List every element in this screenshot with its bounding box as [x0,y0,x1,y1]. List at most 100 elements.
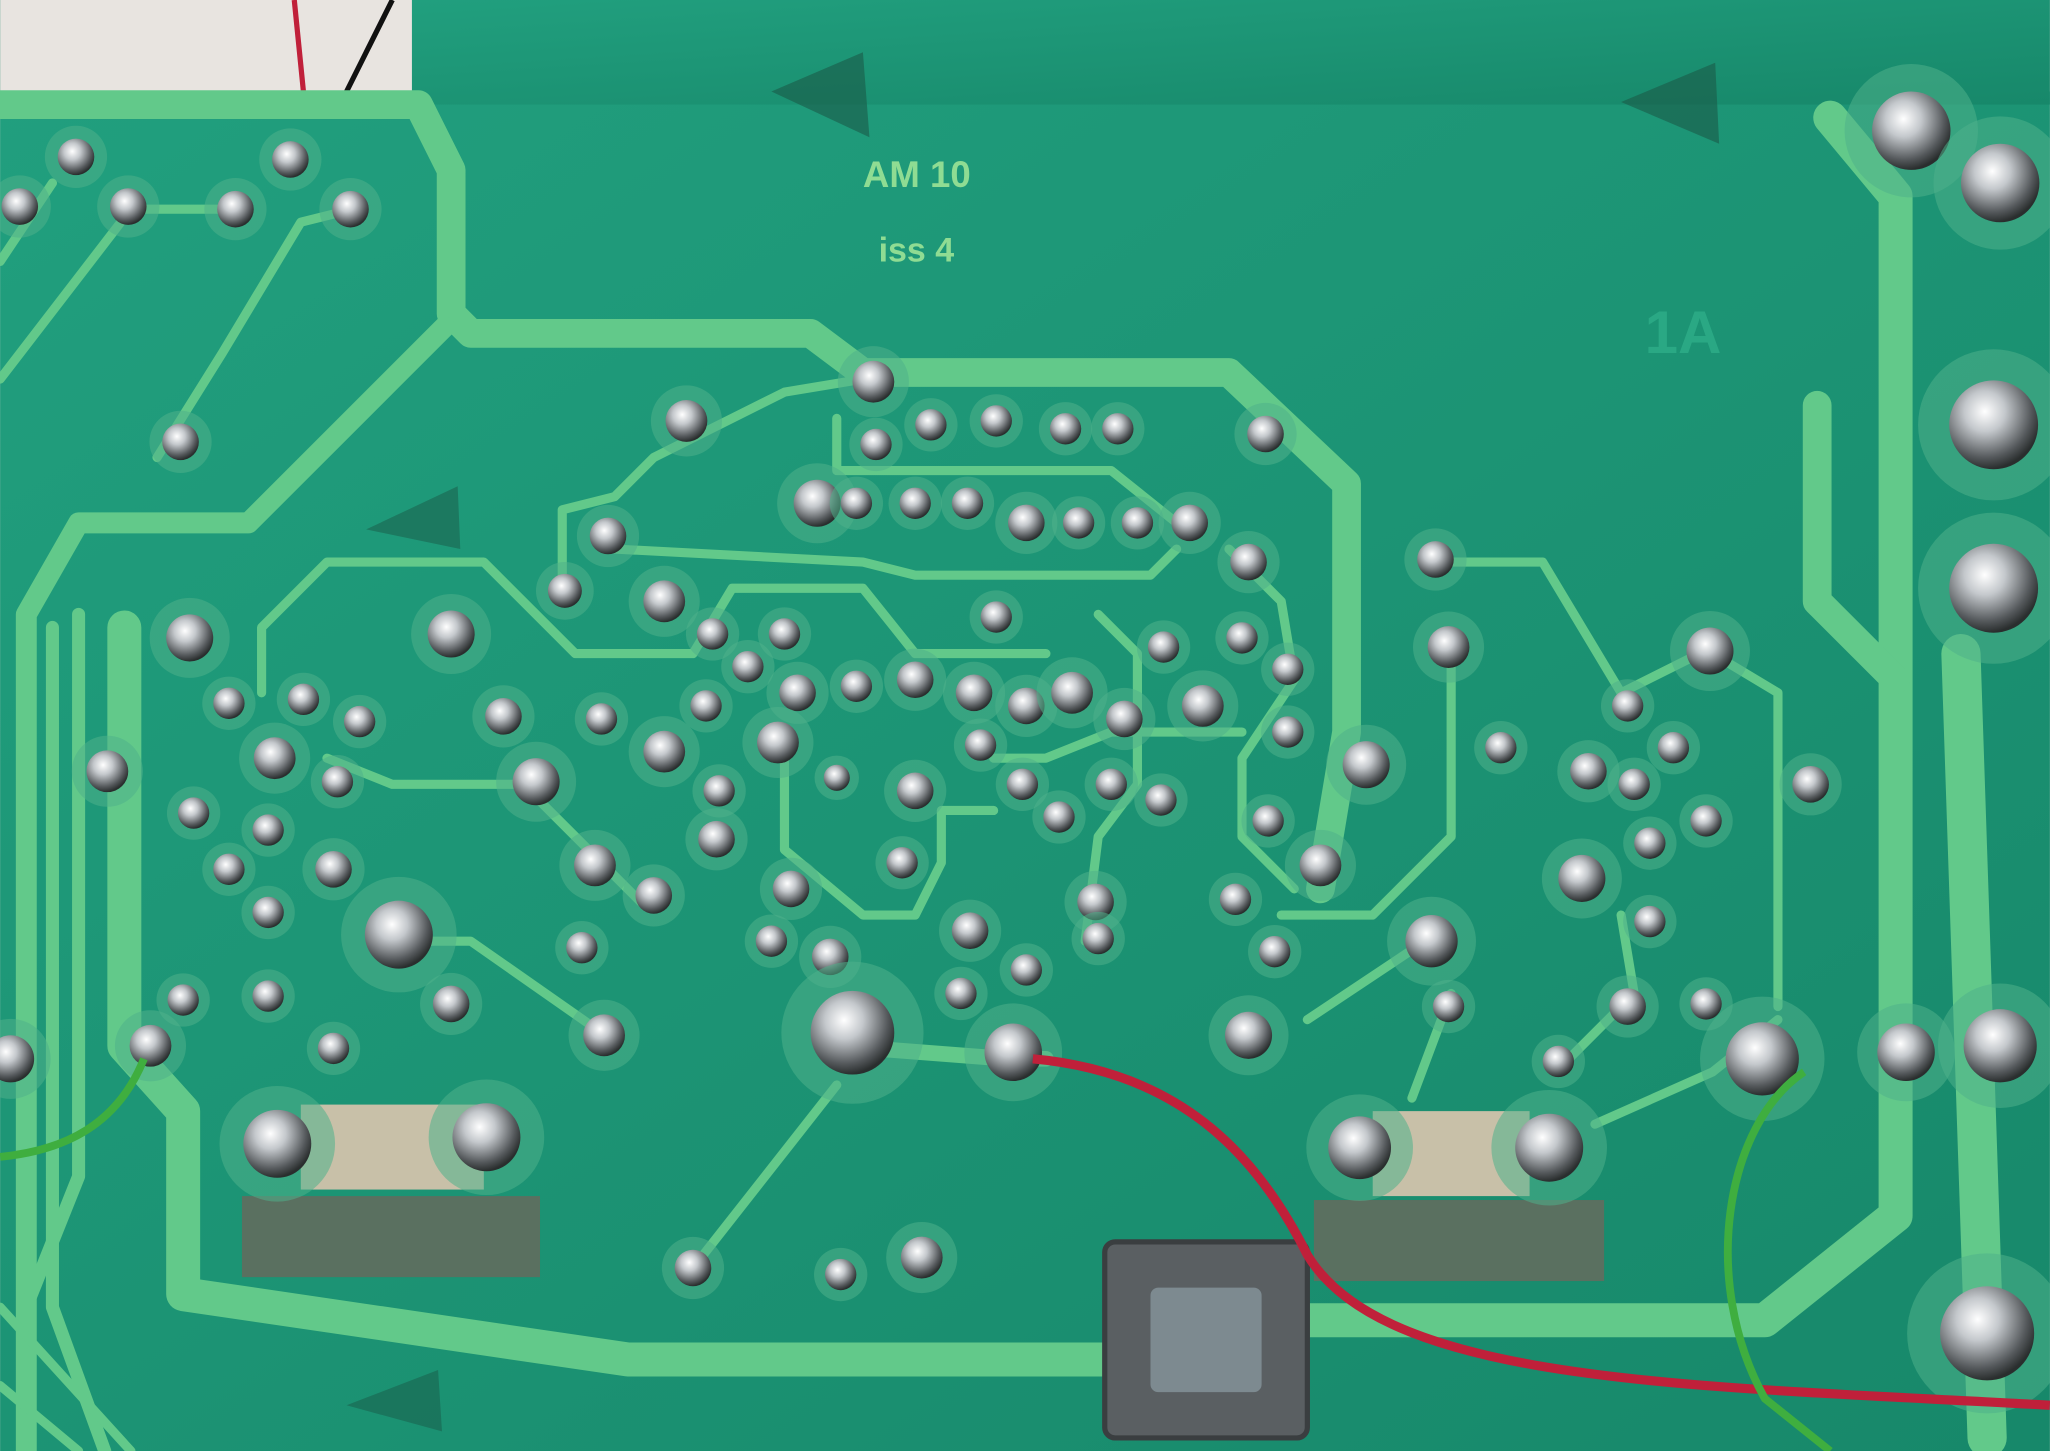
solder-joint [427,610,475,658]
solder-joint [1611,690,1644,722]
solder-joint [643,580,686,623]
solder-joint [57,138,95,176]
solder-joint [1657,732,1690,764]
solder-joint [1062,507,1095,539]
wire-top-red [291,0,307,92]
solder-joint [1,188,39,225]
solder-joint [852,360,895,403]
solder-joint [272,141,309,178]
solder-joint [1102,413,1134,445]
solder-joint [1230,543,1267,581]
green-wire-left [0,1057,148,1161]
solder-joint [1558,854,1606,902]
solder-joint [1010,954,1042,986]
solder-joint [1432,990,1465,1023]
solder-joint [1609,988,1646,1025]
solder-joint [1181,684,1224,727]
solder-joint [964,729,997,761]
solder-joint [1963,1009,2037,1083]
solder-joint [1226,622,1258,654]
solder-joint [1272,653,1304,685]
solder-joint [1634,905,1666,938]
solder-joint [1725,1022,1799,1096]
solder-joint [1299,844,1342,887]
solder-joint [252,896,284,929]
solder-joint [317,1032,350,1065]
solder-joint [980,601,1012,633]
solder-joint [690,690,722,722]
solder-joint [1342,741,1390,789]
solder-joint [840,487,873,519]
solder-joint [213,687,245,719]
solder-joint [698,820,735,858]
solder-joint [900,1236,943,1279]
solder-joint [1405,915,1458,968]
solder-joint [321,766,354,798]
solder-joint [1485,732,1517,764]
solder-joint [1008,504,1045,542]
solder-joint [1252,805,1284,837]
solder-joint [824,1258,857,1291]
solder-joint [1121,507,1154,539]
solder-joint [177,797,210,829]
solder-joint [896,772,934,810]
solder-joint [945,977,977,1010]
solder-joint [1147,631,1180,663]
solder-joint [287,683,320,716]
issue-label: iss 4 [879,231,955,269]
solder-joint [1225,1011,1273,1059]
solder-joint [1872,91,1951,170]
solder-joint [252,980,284,1012]
solder-joint [823,764,850,791]
solder-joint [1792,766,1829,803]
solder-joint [840,670,873,702]
solder-joint [129,1024,172,1067]
contact-strip-left [241,1196,541,1278]
solder-joint [512,758,560,806]
solder-joint [1247,415,1284,453]
solder-joint [167,984,199,1016]
solder-joint [1690,988,1722,1020]
red-wire [1032,1054,2050,1410]
solder-joint [1095,768,1127,801]
solder-joint [703,775,735,807]
substrate-top [411,0,2050,105]
solder-joint [452,1103,521,1172]
solder-joint [1145,784,1177,816]
solder-joint [585,703,618,735]
solder-joints [0,64,2050,1414]
solder-joint [984,1023,1042,1082]
green-wire-right [1723,1068,1833,1451]
solder-joint [1427,626,1470,668]
solder-joint [109,188,147,225]
solder-joint [951,487,984,519]
solder-joint [217,190,254,228]
solder-joint [779,674,816,712]
solder-joint [0,1035,35,1083]
solder-joint [1417,541,1454,578]
solder-joint [1686,627,1734,675]
solder-joint [955,674,993,712]
solder-joint [1634,827,1666,859]
solder-joint [980,405,1012,437]
solder-joint [1877,1023,1935,1082]
solder-joint [343,705,376,738]
solder-joint [1051,671,1093,714]
solder-joint [364,900,433,969]
solder-joint [757,721,799,764]
solder-joint [1272,716,1304,748]
solder-joint [1219,883,1252,916]
solder-joint [243,1109,312,1178]
solder-joint [1960,143,2040,223]
solder-joint [432,985,470,1023]
solder-joint [772,870,810,908]
solder-joint [583,1014,625,1057]
solder-joint [1008,687,1045,725]
solder-joint [1328,1116,1392,1180]
solder-joint [589,517,627,555]
solder-joint [810,990,895,1075]
solder-joint [86,750,129,793]
solder-joint [1542,1045,1575,1078]
